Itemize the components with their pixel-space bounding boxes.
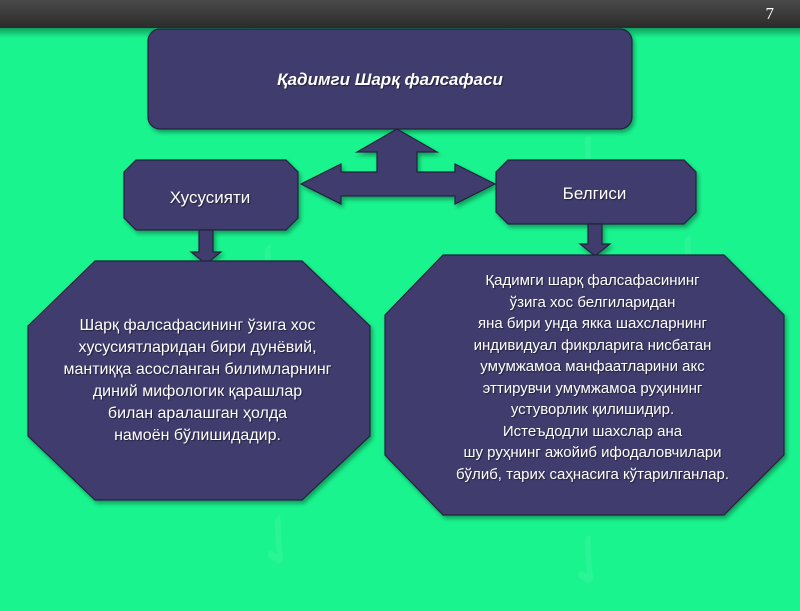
text-line: умумжамоа манфаатларини акс	[480, 358, 705, 375]
text-line: яна бири унда якка шахсларнинг	[478, 315, 707, 332]
right-down-arrow	[578, 223, 612, 257]
text-line: шу руҳнинг ажойиб ифодаловчилари	[463, 444, 722, 461]
left-label: Хусусияти	[169, 188, 251, 207]
page-number: 7	[765, 4, 775, 23]
right-octagon	[384, 254, 785, 516]
text-line: билан аралашган ҳолда	[107, 405, 288, 422]
left-label-box	[123, 159, 299, 231]
text-line: эттирувчи умумжамоа руҳининг	[482, 379, 703, 397]
text-line: мантиққа асосланган билимларнинг	[63, 361, 332, 378]
slide-top-bar	[0, 0, 800, 28]
text-line: хусусиятларидан бири дунёвий,	[78, 339, 317, 356]
three-way-arrow	[299, 128, 497, 205]
text-line: ўзига хос белгиларидан	[509, 293, 676, 311]
text-line: бўлиб, тарих саҳнасига кўтарилганлар.	[455, 465, 730, 483]
text-line: Қадимги шарқ фалсафасининг	[485, 272, 700, 289]
right-label: Белгиси	[562, 184, 627, 203]
text-line: Шарқ фалсафасининг ўзига хос	[79, 317, 316, 334]
left-octagon	[27, 260, 371, 501]
text-line: индивидуал фикрларига нисбатан	[473, 336, 712, 354]
text-line: Истеъдодли шахслар ана	[502, 422, 683, 440]
left-body-text: Шарқ фалсафасининг ўзига хос хусусиятлар…	[20, 315, 375, 447]
text-line: диний мифологик қарашлар	[92, 383, 303, 400]
text-line: намоён бўлишидадир.	[114, 427, 281, 444]
text-line: устуворлик қилишидир.	[510, 401, 675, 418]
left-down-arrow	[189, 229, 223, 265]
title-box	[147, 28, 633, 130]
right-body-text: Қадимги шарқ фалсафасининг ўзига хос бел…	[400, 270, 785, 485]
right-label-box	[495, 159, 697, 225]
diagram-title: Қадимги Шарқ фалсафаси	[277, 70, 503, 89]
